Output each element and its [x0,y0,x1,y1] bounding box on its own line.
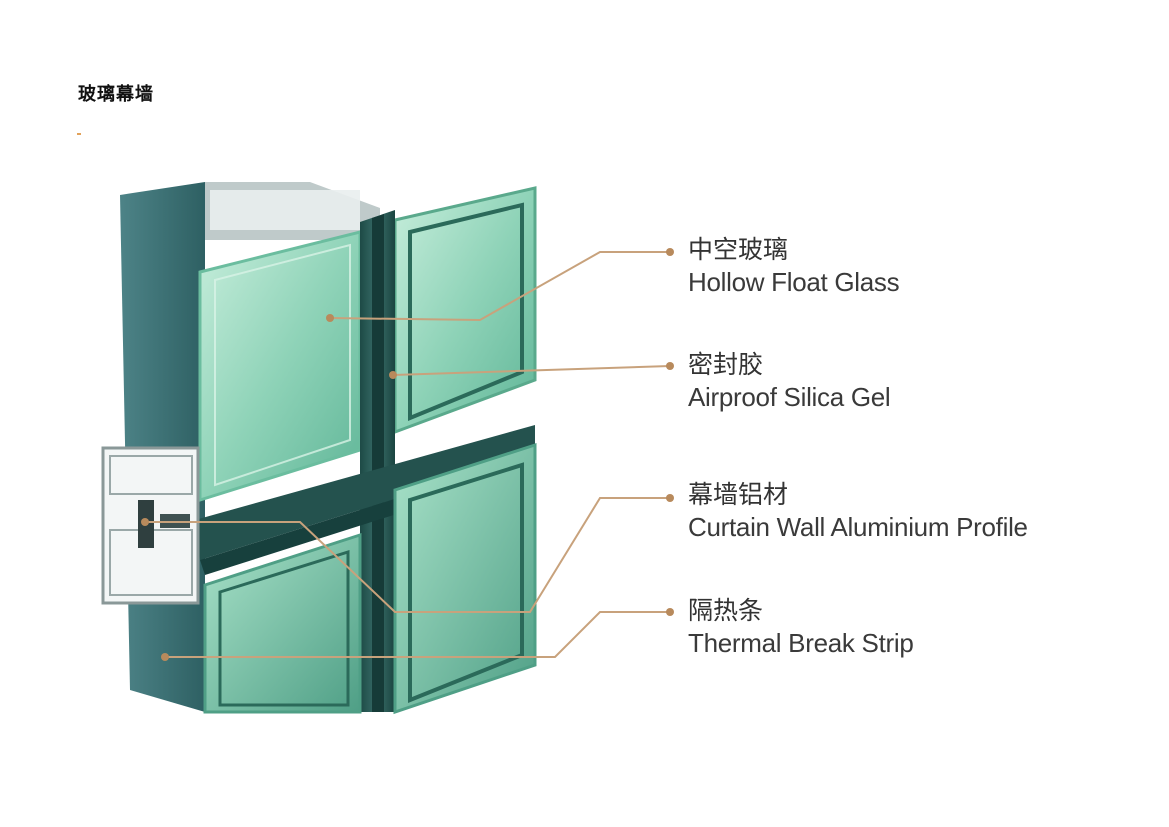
aluminium-profile-section [101,446,200,605]
dot-strip-origin [161,653,169,661]
lower-right-glass-pane [393,442,537,715]
label-en: Airproof Silica Gel [688,382,891,412]
label-airproof-silica-gel: 密封胶 Airproof Silica Gel [688,350,891,414]
leader-lines [145,251,671,658]
dot-profile-origin [141,518,149,526]
upper-left-glass-pane [198,230,362,503]
label-cn: 中空玻璃 [688,235,789,264]
label-thermal-break-strip: 隔热条 Thermal Break Strip [688,596,914,660]
leader-dots [141,248,674,661]
dot-profile-label [666,494,674,502]
label-cn: 隔热条 [688,596,764,625]
label-en: Hollow Float Glass [688,267,900,297]
leader-line-curtain-wall-profile [145,497,670,613]
lower-left-glass-pane [203,532,362,714]
leader-line-airproof-silica-gel [392,365,671,376]
dot-glass-origin [326,314,334,322]
label-en: Curtain Wall Aluminium Profile [688,512,1028,542]
dot-gel-origin [389,371,397,379]
leader-line-thermal-break-strip [165,611,670,658]
document-title: 玻璃幕墙 [78,84,154,105]
decorative-mark [77,133,81,135]
label-hollow-float-glass: 中空玻璃 Hollow Float Glass [688,235,900,299]
label-curtain-wall-profile: 幕墙铝材 Curtain Wall Aluminium Profile [688,480,1028,544]
label-en: Thermal Break Strip [688,628,914,658]
vertical-mullion [360,210,395,712]
leader-line-hollow-float-glass [329,251,670,322]
label-cn: 密封胶 [688,350,764,379]
dot-gel-label [666,362,674,370]
label-cn: 幕墙铝材 [688,480,789,509]
upper-right-glass-pane [393,186,537,435]
dot-strip-label [666,608,674,616]
dot-glass-label [666,248,674,256]
